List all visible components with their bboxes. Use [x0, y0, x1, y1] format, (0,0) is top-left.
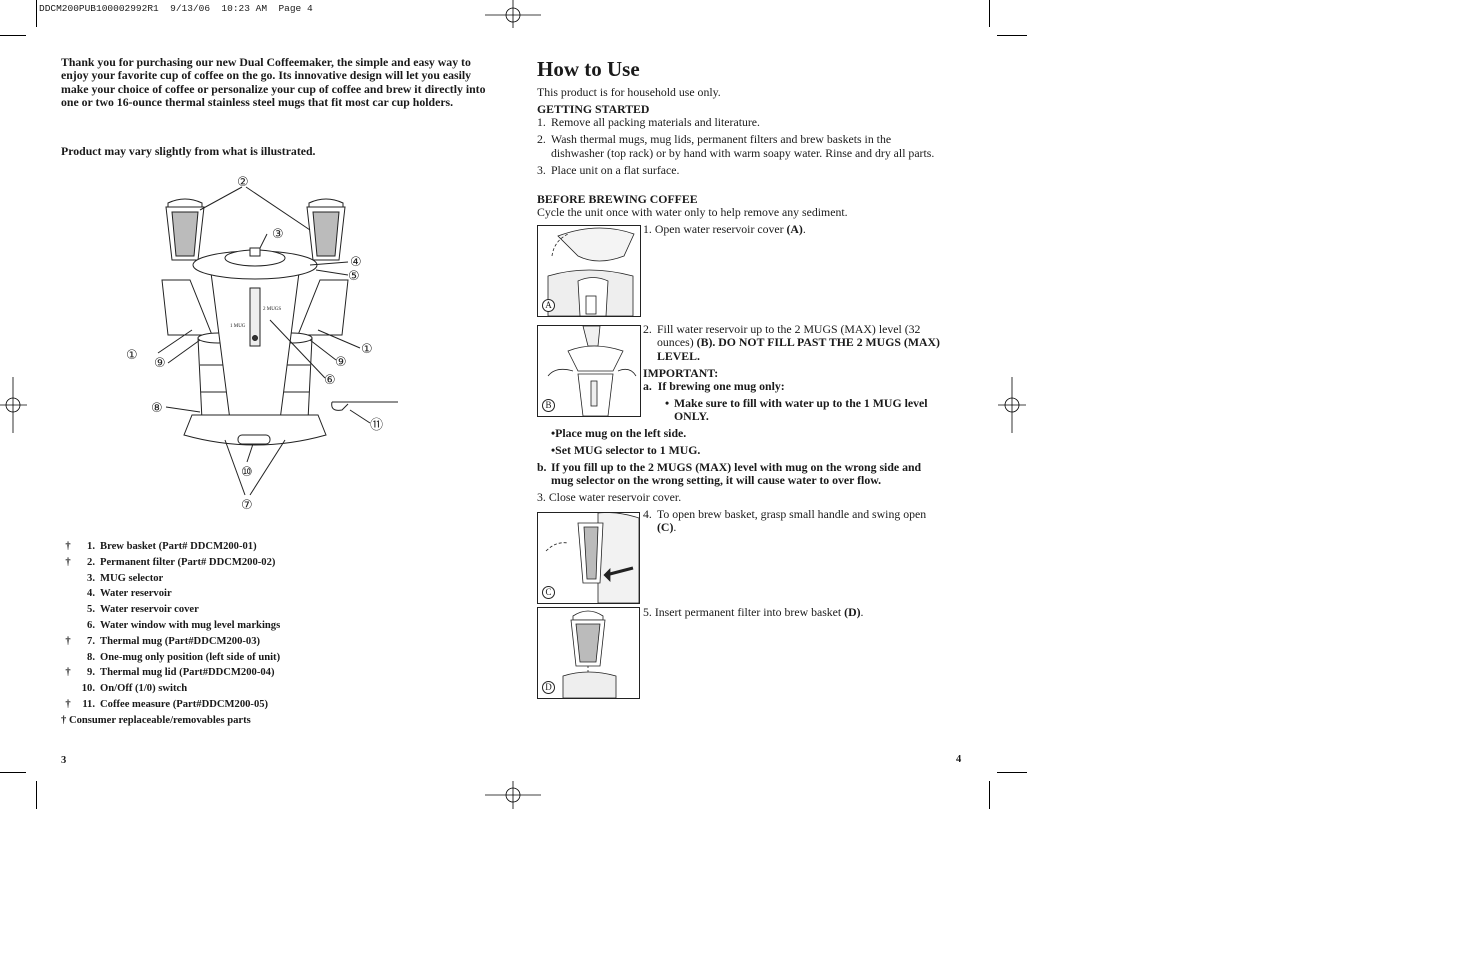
callout-10: ⑩ [241, 465, 253, 480]
product-vary-note: Product may vary slightly from what is i… [61, 144, 316, 158]
bullet-1: •Make sure to fill with water up to the … [665, 396, 928, 424]
list-item: 2.Wash thermal mugs, mug lids, permanent… [537, 132, 935, 160]
step-1: 1. Open water reservoir cover (A). [643, 222, 806, 236]
step-5: 5. Insert permanent filter into brew bas… [643, 605, 864, 619]
callout-7: ⑦ [241, 498, 253, 513]
page-number-right: 4 [956, 754, 962, 765]
figure-label-c: C [542, 586, 555, 599]
callout-9-right: ⑨ [335, 355, 347, 370]
parts-list-item: †1.Brew basket (Part# DDCM200-01) [65, 541, 257, 552]
step-2: 2.Fill water reservoir up to the 2 MUGS … [643, 322, 940, 363]
getting-started-list: 1.Remove all packing materials and liter… [537, 115, 937, 178]
figure-c: C [537, 512, 640, 604]
getting-started-heading: GETTING STARTED [537, 102, 650, 116]
parts-list: †1.Brew basket (Part# DDCM200-01) †2.Per… [61, 539, 280, 729]
step-4: 4.To open brew basket, grasp small handl… [643, 507, 927, 535]
coffeemaker-diagram: 1 MUG 2 MUGS ② ③ ④ ⑤ ① ① ⑨ ⑨ ⑥ ⑧ ⑪ ⑩ ⑦ [126, 175, 398, 513]
bullet-2: •Place mug on the left side. [551, 426, 687, 440]
parts-list-item: †2.Permanent filter (Part# DDCM200-02) [65, 556, 276, 568]
parts-list-item: †9.Thermal mug lid (Part#DDCM200-04) [65, 667, 275, 679]
callout-8: ⑧ [151, 401, 163, 416]
parts-list-item: 6.Water window with mug level markings [87, 619, 281, 631]
important-label: IMPORTANT: [643, 366, 719, 380]
callout-4: ④ [350, 255, 362, 270]
parts-list-item: 8.One-mug only position (left side of un… [87, 651, 281, 663]
figure-label-a: A [542, 299, 555, 312]
callout-5: ⑤ [348, 269, 360, 284]
page-number-left: 3 [61, 755, 67, 766]
svg-text:1 MUG: 1 MUG [230, 324, 246, 329]
brew-basket-right [306, 198, 346, 261]
brew-basket-left [165, 198, 205, 261]
callout-1-right: ① [361, 342, 373, 357]
figure-a: A [537, 225, 641, 317]
callout-6: ⑥ [324, 373, 336, 388]
callout-3: ③ [272, 227, 284, 242]
list-item: 1.Remove all packing materials and liter… [537, 115, 760, 129]
intro-paragraph: Thank you for purchasing our new Dual Co… [61, 55, 486, 110]
callout-11: ⑪ [370, 418, 383, 433]
before-brewing-intro: Cycle the unit once with water only to h… [537, 205, 848, 219]
callout-2: ② [237, 175, 249, 190]
figure-label-b: B [542, 399, 555, 412]
parts-list-item: 5.Water reservoir cover [87, 604, 199, 616]
callout-9-left: ⑨ [154, 356, 166, 371]
page-title: How to Use [537, 57, 640, 81]
callout-1-left: ① [126, 348, 138, 363]
before-brewing-heading: BEFORE BREWING COFFEE [537, 192, 698, 206]
parts-list-item: 4.Water reservoir [87, 588, 172, 600]
parts-list-item: 3.MUG selector [87, 572, 164, 584]
parts-list-item: 10.On/Off (1/0) switch [81, 683, 188, 695]
bullet-3: •Set MUG selector to 1 MUG. [551, 443, 701, 457]
step-3: 3. Close water reservoir cover. [537, 490, 682, 504]
svg-text:2 MUGS: 2 MUGS [263, 307, 281, 312]
item-b: b.If you fill up to the 2 MUGS (MAX) lev… [537, 460, 922, 488]
parts-list-item: †11.Coffee measure (Part#DDCM200-05) [65, 698, 269, 710]
printer-slug: DDCM200PUB100002992R1 9/13/06 10:23 AM P… [39, 3, 313, 14]
figure-label-d: D [542, 681, 555, 694]
parts-list-item: †7.Thermal mug (Part#DDCM200-03) [65, 635, 261, 647]
list-item: 3.Place unit on a flat surface. [537, 163, 680, 178]
parts-footnote: † Consumer replaceable/removables parts [61, 714, 251, 726]
household-note: This product is for household use only. [537, 85, 721, 99]
figure-d: D [537, 607, 640, 699]
item-a: a. If brewing one mug only: [643, 379, 785, 393]
figure-b: B [537, 325, 641, 417]
